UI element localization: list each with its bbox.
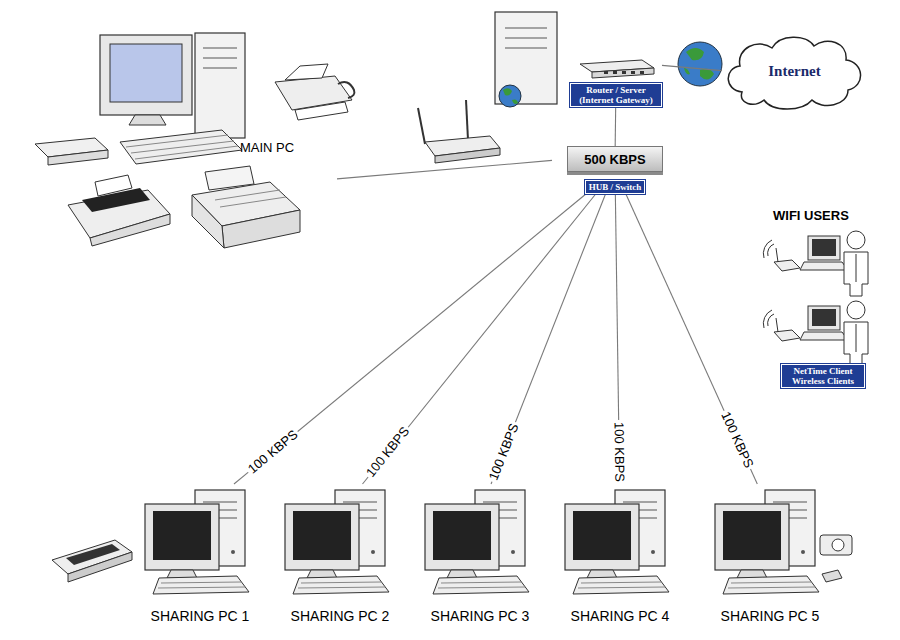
cloud-label: Internet <box>768 63 821 80</box>
link-speed: 100 KBPS <box>363 423 414 482</box>
switch-device: 500 KBPS <box>567 146 662 172</box>
network-node: 500 KBPS HUB / Switch <box>552 146 678 194</box>
link-speed: 100 KBPS <box>244 426 302 478</box>
network-cable <box>615 107 617 146</box>
network-node: MAIN PC <box>25 20 337 250</box>
pc-label: SHARING PC 1 <box>151 608 250 624</box>
pc-label: SHARING PC 2 <box>291 608 390 624</box>
network-cable <box>337 160 552 178</box>
network-cable <box>363 194 596 484</box>
network-node: SHARING PC 4 <box>560 484 680 624</box>
pc-label: SHARING PC 4 <box>571 608 670 624</box>
network-node: SHARING PC 2 <box>280 484 400 624</box>
network-cable <box>626 194 757 484</box>
group-label: WIFI USERS <box>773 208 849 223</box>
network-node: SHARING PC 1 <box>140 484 260 624</box>
speed-label: 500 KBPS <box>584 152 645 167</box>
switch-label: HUB / Switch <box>585 180 646 194</box>
link-speed: 100 KBPS <box>612 420 627 484</box>
network-cable <box>234 194 586 484</box>
router-device <box>576 56 656 80</box>
pc-label: SHARING PC 3 <box>431 608 530 624</box>
network-node: Router / Server (Internet Gateway) <box>570 56 662 107</box>
pc-label: MAIN PC <box>240 140 294 155</box>
link-speed: 100 KBPS <box>485 420 522 485</box>
network-node: SHARING PC 3 <box>420 484 540 624</box>
pc-label: SHARING PC 5 <box>721 608 820 624</box>
network-node: WIFI USERS NetTime Client Wireless Client… <box>755 206 893 392</box>
network-node: SHARING PC 5 <box>710 484 830 624</box>
client-label: NetTime Client Wireless Clients <box>781 364 865 388</box>
network-cable <box>662 65 722 70</box>
gateway-label: Router / Server (Internet Gateway) <box>570 83 662 107</box>
link-speed: 100 KBPS <box>718 408 757 472</box>
network-node: Internet <box>722 30 867 112</box>
